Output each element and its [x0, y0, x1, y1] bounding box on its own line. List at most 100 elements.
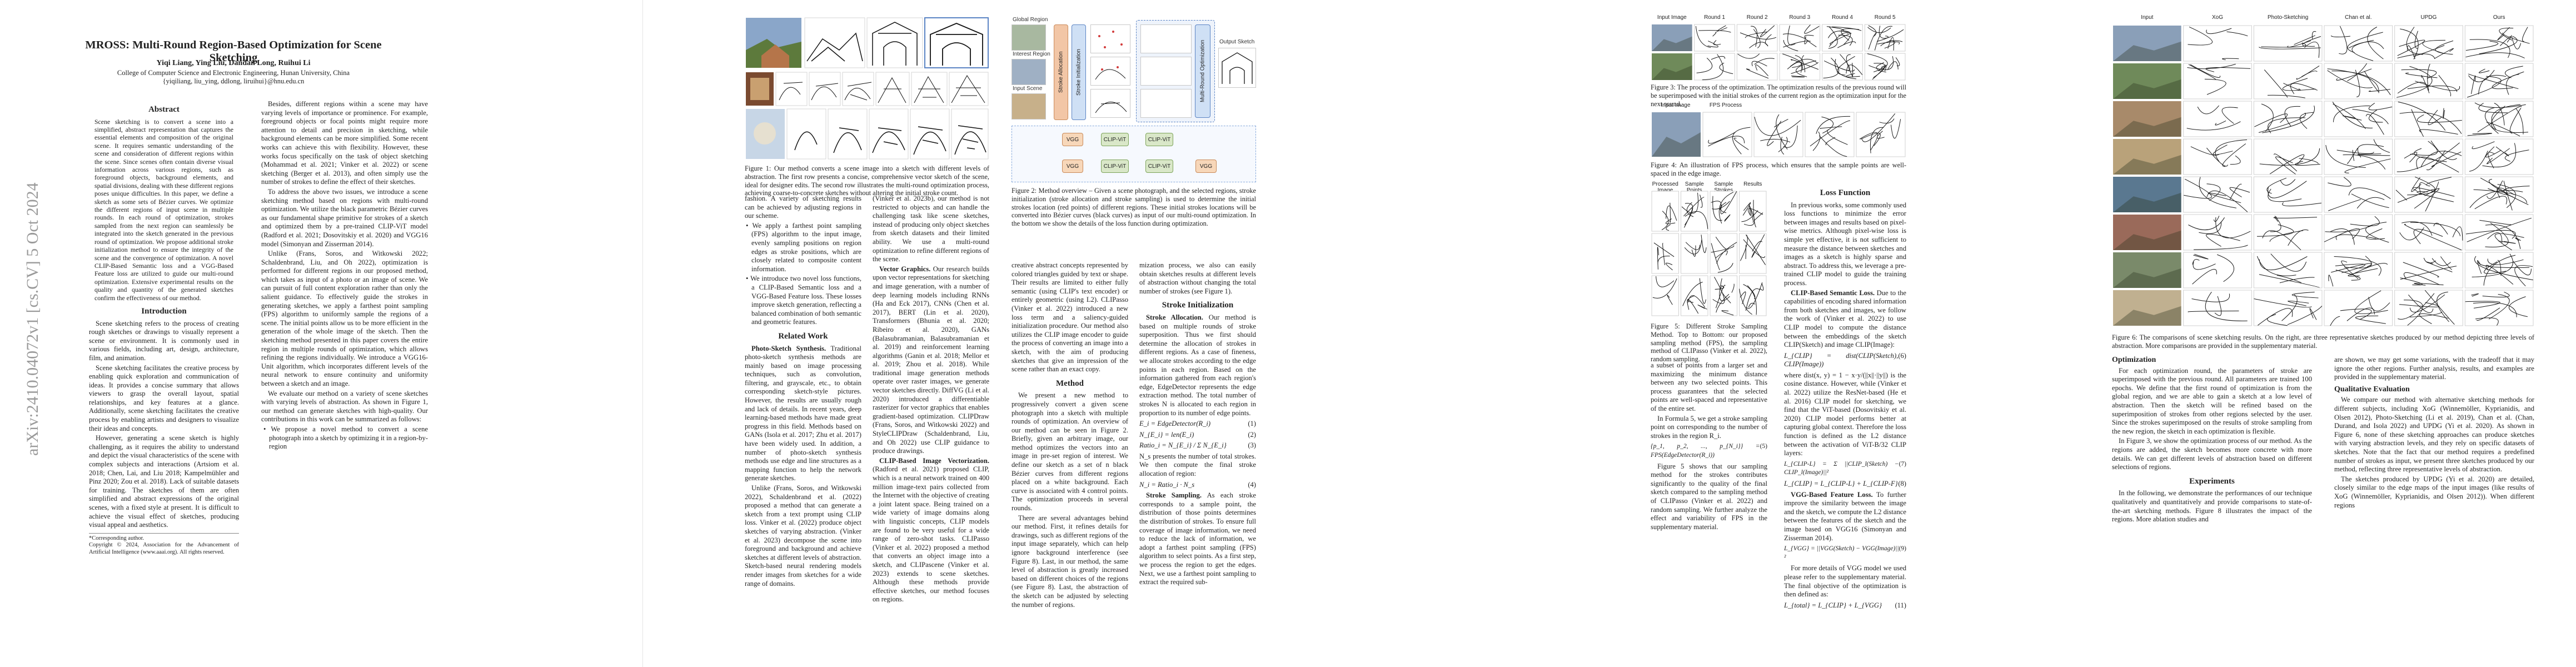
qualitative-heading: Qualitative Evaluation [2334, 385, 2410, 394]
equation: E_i = EdgeDetector(R_i)(1) [1139, 420, 1256, 428]
fig2-label-interest-region: Interest Region [1013, 51, 1050, 57]
figure-column-header: Round 1 [1704, 14, 1725, 21]
fig2-multi-round-label: Multi-Round Optimization [1195, 24, 1210, 118]
equation: {p_1, p_2, ..., p_{N_i}} = FPS(EdgeDetec… [1651, 443, 1767, 459]
intro-paragraph: However, generating a scene sketch is hi… [89, 434, 239, 529]
sketch-result [1651, 275, 1679, 316]
equation: L_{CLIP-L} = Σ ||CLIP_l(Sketch) − CLIP_l… [1784, 460, 1906, 476]
fig2-clip-box: CLIP-ViT [1145, 133, 1173, 146]
sketch-result [1779, 53, 1821, 81]
fig2-interest-region-thumb [1012, 59, 1046, 85]
figure-3-caption: Figure 3: The process of the optimizatio… [1651, 83, 1906, 108]
sketch-result [1651, 233, 1679, 274]
body-paragraph: In previous works, some commonly used lo… [1784, 201, 1906, 287]
stroke-init-heading: Stroke Initialization [1162, 301, 1234, 310]
abstract-text: Scene sketching is to convert a scene in… [94, 117, 233, 302]
sketch-result [1681, 275, 1708, 316]
body-paragraph: Unlike (Frans, Soros, and Witkowski 2022… [261, 250, 428, 387]
sketch-result [2324, 252, 2393, 288]
fig2-round-thumb [1140, 24, 1192, 53]
equation: L_{CLIP} = dist(CLIP(Sketch), CLIP(Image… [1784, 351, 1906, 369]
sketch-result [2464, 138, 2534, 175]
equation: L_{total} = L_{CLIP} + L_{VGG}(11) [1784, 601, 1906, 609]
sketch-result [2394, 101, 2463, 137]
page2-col-2: (Vinker et al. 2023b), our method is not… [873, 195, 989, 604]
intro-paragraph: Scene sketching refers to the process of… [89, 319, 239, 362]
body-paragraph: The sketches produced by UPDG (Yi et al.… [2334, 475, 2534, 509]
fig2-round-thumb [1140, 57, 1192, 86]
page2-col-1: fashion. A variety of sketching results … [745, 195, 861, 588]
sketch-result [2394, 176, 2463, 213]
sketch-result [1822, 53, 1863, 81]
input-photo [2113, 26, 2181, 61]
sketch-result [1779, 24, 1821, 52]
sketch-result [2394, 252, 2463, 288]
fig2-label-input-scene: Input Scene [1013, 86, 1043, 92]
sketch-result [2183, 138, 2252, 175]
sketch-result [1739, 191, 1767, 232]
fig2-init-strokes-thumb [1090, 57, 1130, 86]
sketch-result [2324, 101, 2393, 137]
sketch-result [1736, 24, 1778, 52]
method-heading: Method [1056, 379, 1084, 388]
figure-column-header: Results [1743, 181, 1762, 187]
body-paragraph: In the following, we demonstrate the per… [2112, 489, 2312, 524]
sketch-result [1694, 53, 1735, 81]
figure-column-header: Ours [2493, 14, 2505, 21]
fig2-stroke-allocation-box: Stroke Allocation [1054, 24, 1068, 120]
page3-col-1: a subset of points from a larger set and… [1651, 361, 1767, 532]
footnote: *Corresponding author. Copyright © 2024,… [89, 532, 239, 556]
optimization-heading: Optimization [2112, 356, 2156, 364]
sketch-result [2183, 63, 2252, 99]
body-paragraph: We evaluate our method on a variety of s… [261, 389, 428, 424]
sketch-result [1681, 233, 1708, 274]
input-photo [2113, 101, 2181, 137]
sketch-result [2253, 290, 2323, 326]
sketch-result [2324, 290, 2393, 326]
arxiv-stamp: arXiv:2410.04072v1 [cs.CV] 5 Oct 2024 [23, 182, 42, 456]
fig2-round-thumb [1140, 89, 1192, 118]
contribution-bullet: • We propose a novel method to convert a… [263, 425, 428, 451]
sketch-result [1710, 275, 1737, 316]
sketch-result [2253, 214, 2323, 251]
sketch-result [2464, 25, 2534, 62]
intro-paragraph: Scene sketching facilitates the creative… [89, 364, 239, 432]
body-paragraph: In Formula 5, we get a stroke sampling p… [1651, 414, 1767, 440]
fig2-init-strokes-thumb [1090, 89, 1130, 118]
related-work-heading: Related Work [778, 331, 828, 341]
fig2-vgg-box: VGG [1062, 133, 1083, 146]
sketch-result [2394, 214, 2463, 251]
sketch-result [1739, 233, 1767, 274]
sketch-result [2394, 138, 2463, 175]
fig2-init-strokes-thumb [1090, 24, 1130, 53]
sketch-result [1864, 53, 1906, 81]
sketch-result [1805, 112, 1855, 157]
sketch-result [1753, 112, 1803, 157]
sketch-result [1822, 24, 1863, 52]
input-photo [1652, 112, 1701, 157]
body-paragraph: Figure 5 shows that our sampling method … [1651, 462, 1767, 531]
body-paragraph: mization process, we also can easily obt… [1139, 261, 1256, 295]
body-paragraph: where dist(x, y) = 1 − x·y/(||x||·||y||)… [1784, 371, 1906, 457]
figure-column-header: UPDG [2420, 14, 2437, 21]
input-photo [2113, 252, 2181, 288]
figure-column-header: Sample Strokes [1714, 181, 1733, 193]
figure-column-header: XoG [2211, 14, 2223, 21]
body-paragraph: We compare our method with alternative s… [2334, 396, 2534, 474]
figure-column-header: Round 5 [1874, 14, 1896, 21]
page2-col-3: creative abstract concepts represented b… [1012, 261, 1128, 610]
figure-2-caption: Figure 2: Method overview – Given a scen… [1012, 187, 1256, 228]
sketch-result [2253, 138, 2323, 175]
sketch-result [1736, 53, 1778, 81]
page4-col-2: are shown, we may get some variations, w… [2334, 356, 2534, 511]
equation: L_{VGG} = ||VGG(Sketch) − VGG(Image)||²(… [1784, 545, 1906, 561]
fig2-label-global-region: Global Region [1013, 17, 1048, 23]
contribution-bullet: • We apply a farthest point sampling (FP… [746, 221, 861, 273]
fig2-loss-detail-panel: VGG CLIP-ViT CLIP-ViT VGG CLIP-ViT CLIP-… [1012, 126, 1256, 182]
paper-affiliation: College of Computer Science and Electron… [78, 69, 389, 85]
